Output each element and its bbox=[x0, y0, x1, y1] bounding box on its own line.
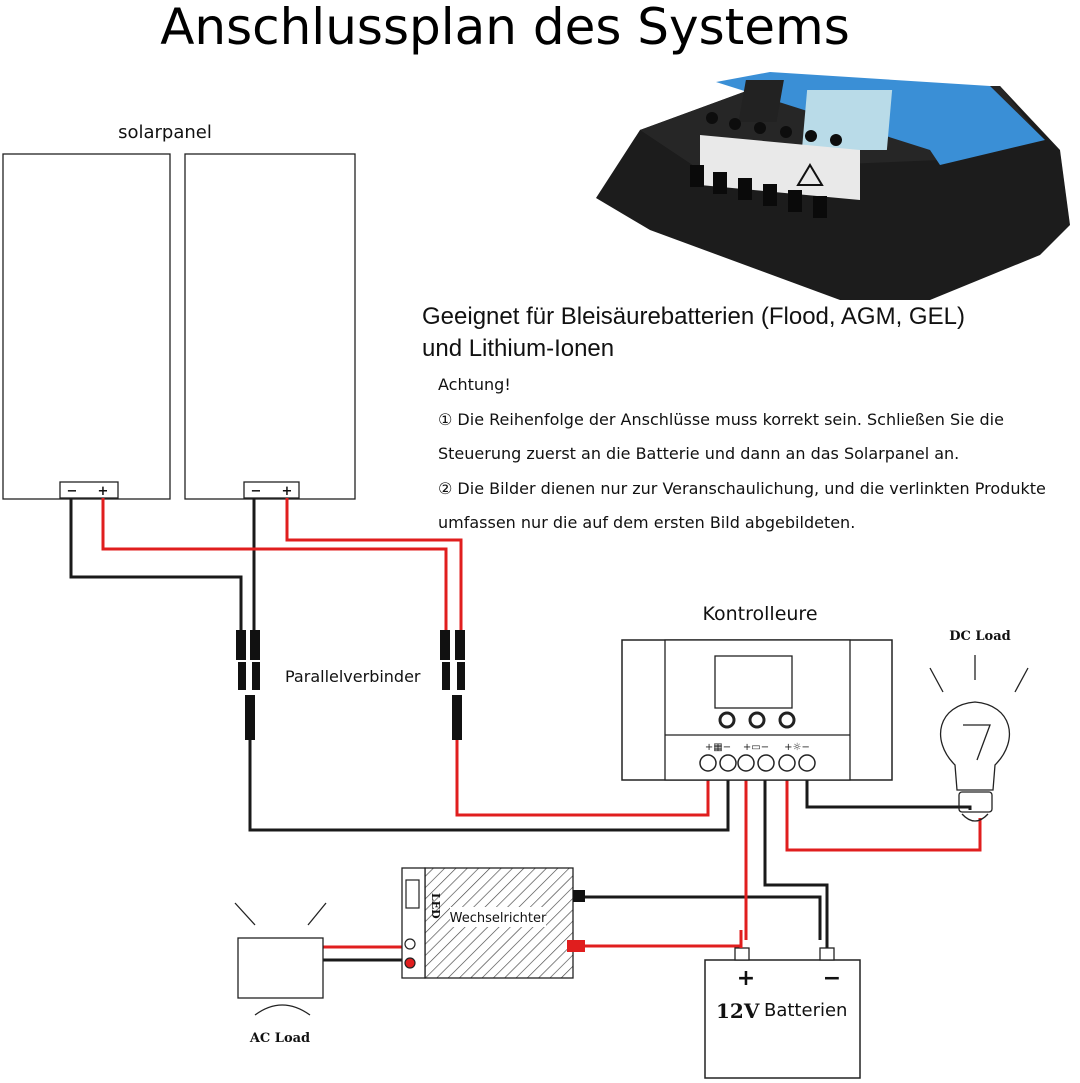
panel-2-minus-label: − bbox=[251, 484, 262, 499]
negative-wires bbox=[69, 498, 972, 962]
panel-1-plus-label: + bbox=[98, 484, 109, 499]
dc-load-bulb-icon bbox=[929, 655, 1029, 822]
controller-photo bbox=[596, 72, 1070, 300]
ac-load-label: AC Load bbox=[249, 1031, 310, 1046]
description-line-1: Geeignet für Bleisäurebatterien (Flood, … bbox=[422, 303, 965, 330]
note-line-2: Steuerung zuerst an die Batterie und dan… bbox=[438, 444, 960, 464]
battery-minus-label: − bbox=[823, 966, 841, 991]
note-line-3: ② Die Bilder dienen nur zur Veranschauli… bbox=[438, 478, 1046, 498]
warning-note: Achtung! ① Die Reihenfolge der Anschlüss… bbox=[438, 368, 1078, 541]
battery-plus-label: + bbox=[737, 966, 755, 991]
description-line-2: und Lithium-Ionen bbox=[422, 335, 614, 362]
inverter-label: Wechselrichter bbox=[450, 911, 547, 926]
inverter-label-bg bbox=[450, 907, 546, 927]
controller-solar-icon: +▦− bbox=[705, 742, 731, 753]
charge-controller: +▦− +▭− +☼− bbox=[621, 639, 893, 781]
ac-load-monitor-icon bbox=[234, 902, 327, 1016]
solar-panel-1 bbox=[2, 153, 171, 500]
note-heading: Achtung! bbox=[438, 375, 511, 394]
dc-load-label: DC Load bbox=[949, 629, 1010, 644]
parallel-connector-right bbox=[440, 630, 465, 740]
note-line-1: ① Die Reihenfolge der Anschlüsse muss ko… bbox=[438, 409, 1004, 429]
battery-voltage-label: 12V bbox=[716, 999, 760, 1023]
controller-bulb-icon: +☼− bbox=[784, 742, 810, 753]
battery bbox=[704, 930, 861, 1079]
panel-2-plus-label: + bbox=[282, 484, 293, 499]
panel-1-minus-label: − bbox=[67, 484, 78, 499]
page-title: Anschlussplan des Systems bbox=[160, 0, 850, 56]
panels-label: solarpanel bbox=[118, 122, 212, 143]
positive-wires bbox=[101, 498, 982, 949]
battery-label: Batterien bbox=[764, 1000, 847, 1021]
note-line-4: umfassen nur die auf dem ersten Bild abg… bbox=[438, 513, 856, 533]
inverter-led-label: LED bbox=[429, 893, 442, 919]
controller-battery-icon: +▭− bbox=[743, 742, 769, 753]
panel-2-junction-box bbox=[243, 481, 300, 499]
parallel-connector-label: Parallelverbinder bbox=[285, 667, 421, 686]
parallel-connector-left bbox=[236, 630, 260, 740]
panel-1-junction-box bbox=[59, 481, 119, 499]
controller-label: Kontrolleure bbox=[702, 603, 817, 625]
solar-panel-2 bbox=[184, 153, 356, 500]
